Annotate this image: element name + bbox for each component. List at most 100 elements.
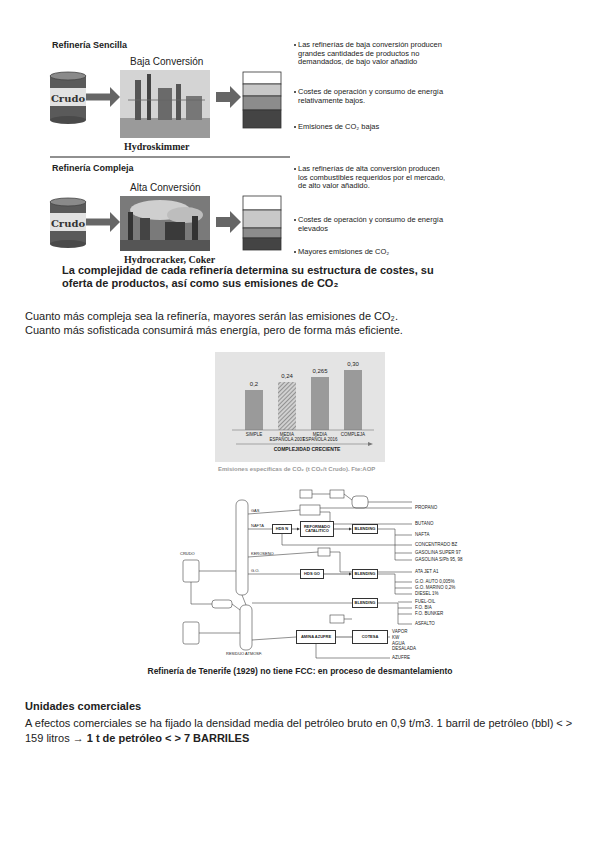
section-heading: Unidades comerciales: [25, 700, 325, 713]
plant-picture: Baja ConversiónHydroskimmer: [120, 70, 210, 138]
box-text: REFORMADO CATALITICO: [301, 525, 333, 533]
product-label: AGUA DESALADA: [392, 641, 414, 651]
connector-line: [324, 574, 349, 575]
crude-can: Crudo: [50, 72, 86, 122]
crude-can: Crudo: [50, 198, 86, 246]
process-box: HDS N: [272, 524, 292, 534]
category-label: COMPLEJA: [335, 432, 371, 437]
box-text: COTESA: [362, 635, 379, 639]
bullet-text: Costes de operación y consumo de energía…: [298, 88, 448, 105]
product-label: NAFTA: [415, 532, 475, 537]
connector: [334, 528, 352, 531]
chart-caption: Emisiones específicas de CO₂ (t CO₂/t Cr…: [218, 466, 428, 473]
crude-can: [50, 198, 86, 248]
connector: [86, 212, 120, 232]
stream-label: KEROSENO: [251, 552, 281, 557]
product-label: ATA JET A1: [415, 569, 475, 574]
can-label: Crudo: [51, 93, 85, 104]
product-label: DIESEL 1%: [415, 591, 475, 596]
process-box: COTESA: [352, 630, 388, 644]
arrow-head: [110, 212, 120, 232]
connector-line: [336, 637, 352, 638]
box-text: BLENDING: [355, 601, 376, 605]
connector-line: [334, 529, 349, 530]
separator-line: [50, 156, 290, 157]
stream-label: G.O.: [251, 569, 271, 574]
paragraph-emphasis: 1 t de petróleo < > 7 BARRILES: [87, 732, 250, 744]
process-box: BLENDING: [352, 524, 378, 534]
connector: [86, 87, 120, 107]
product-label: PROPANO: [415, 505, 475, 510]
figure-caption: Refinería de Tenerife (1929) no tiene FC…: [110, 667, 490, 677]
product-label: F.O. BIA: [415, 605, 475, 610]
product-label: FUEL-OIL: [415, 599, 475, 604]
product-label: GASOLINA S/Pb 95, 98: [415, 557, 475, 562]
product-label: BUTANO: [415, 521, 475, 526]
plant-photo: [120, 70, 210, 138]
stream-label: GAS: [251, 509, 271, 514]
product-label: VAPOR: [392, 629, 422, 634]
category-label: SIMPLE: [236, 432, 272, 437]
connector: [336, 637, 352, 638]
bar-value: 0,2: [240, 381, 268, 388]
box-text: BLENDING: [355, 527, 376, 531]
box-text: HDS N: [276, 527, 288, 531]
bullet-text: Las refinerías de alta conversión produc…: [298, 165, 448, 191]
box-text: AMINA AZUFRE: [301, 635, 331, 639]
figure-caption: La complejidad de cada refinería determi…: [62, 264, 447, 289]
body-text: Cuanto más sofisticada consumirá más ene…: [25, 324, 585, 337]
bar-value: 0,30: [339, 361, 367, 368]
axis-label: COMPLEJIDAD CRECIENTE: [262, 447, 352, 453]
bullet-dots: [294, 44, 296, 253]
box-text: HDS GO: [304, 572, 320, 576]
product-label: G.O. MARINO 0,2%: [415, 585, 475, 590]
picture-caption: Hydrocracker, Coker: [124, 254, 215, 265]
product-label: AZUFRE: [392, 655, 422, 660]
category-label: MEDIA ESPAÑOLA 2007: [269, 432, 305, 442]
category-label: MEDIA ESPAÑOLA 2016: [302, 432, 338, 442]
paragraph: A efectos comerciales se ha fijado la de…: [25, 716, 580, 746]
stream-label: CRUDO: [180, 552, 204, 557]
bullet-text: Costes de operación y consumo de energía…: [298, 216, 448, 233]
section-heading: Refinería Sencilla: [52, 40, 202, 50]
product-label: KW: [392, 635, 422, 640]
arrow-shape: [216, 211, 241, 233]
process-box: BLENDING: [352, 569, 378, 579]
product-label: F.O. BUNKER: [415, 611, 475, 616]
connector-line: [292, 529, 297, 530]
process-box: REFORMADO CATALITICO: [300, 521, 334, 537]
arrow-shape: [216, 86, 241, 108]
picture-caption: Hydroskimmer: [124, 141, 189, 152]
product-label: ASFALTO: [415, 621, 475, 626]
bullet-text: Las refinerías de baja conversión produc…: [298, 41, 448, 67]
picture-heading: Baja Conversión: [130, 56, 203, 67]
arrow-head: [110, 87, 120, 107]
stream-label: NAFTA: [251, 524, 271, 529]
bar-chart: [215, 352, 385, 462]
product-label: CONCENTRADO BZ: [415, 542, 475, 547]
process-box: BLENDING: [352, 598, 378, 608]
bullet-text: Emisiones de CO₂ bajas: [298, 123, 448, 132]
plant-picture: Alta ConversiónHydrocracker, Coker: [120, 196, 210, 251]
section-heading: Refinería Compleja: [52, 163, 202, 173]
box-text: BLENDING: [355, 572, 376, 576]
product-label: G.O. AUTO 0,005%: [415, 579, 475, 584]
crude-can: [50, 72, 86, 124]
stream-label: RESIDUO ATMOSF.: [226, 652, 270, 657]
connector-line: [86, 219, 110, 226]
product-stack: [243, 196, 281, 250]
process-box: HDS GO: [300, 569, 324, 579]
plant-photo: [120, 196, 210, 251]
connector-line: [86, 94, 110, 101]
bar-value: 0,24: [273, 373, 301, 380]
can-label: Crudo: [51, 218, 85, 229]
bar-value: 0,265: [306, 368, 334, 375]
flow-scheme: [183, 490, 412, 658]
picture-heading: Alta Conversión: [130, 182, 201, 193]
process-box: AMINA AZUFRE: [296, 630, 336, 644]
connector: [292, 528, 300, 531]
product-stack: [243, 72, 281, 128]
bullet-text: Mayores emisiones de CO₂: [298, 248, 448, 257]
body-text: Cuanto más compleja sea la refinería, ma…: [25, 310, 585, 323]
